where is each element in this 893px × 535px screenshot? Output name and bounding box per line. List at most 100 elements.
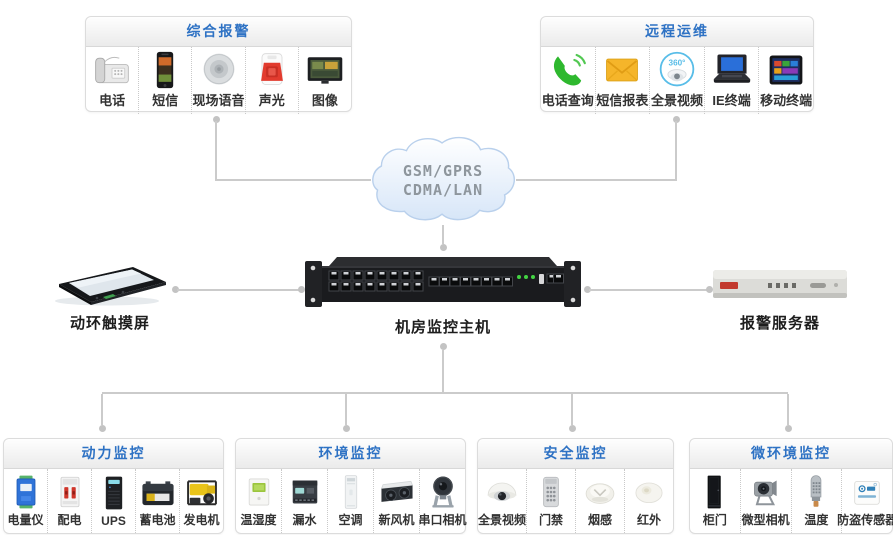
battery-icon: [138, 472, 178, 511]
touchscreen-device: 动环触摸屏: [45, 248, 175, 333]
item-label: 发电机: [183, 513, 220, 527]
device-item-dome-cam: 全景视频: [478, 469, 527, 533]
smartphone-icon: [143, 50, 187, 90]
device-item-fresh-air: 新风机: [374, 469, 420, 533]
connector-dot: [440, 244, 447, 251]
item-label: 门禁: [538, 513, 563, 527]
device-item-power-meter: 电量仪: [4, 469, 48, 533]
connector-dot: [673, 116, 680, 123]
device-item-breaker: 配电: [48, 469, 92, 533]
item-label: 空调: [338, 513, 363, 527]
item-label: 电话: [99, 93, 126, 108]
group-title: 综合报警: [86, 17, 351, 47]
network-cloud: GSM/GPRS CDMA/LAN: [366, 134, 520, 226]
item-label: 配电: [57, 513, 82, 527]
item-label: 微型相机: [741, 513, 790, 527]
serial-cam-icon: [423, 472, 463, 511]
connector-dot: [172, 286, 179, 293]
connector-line: [215, 121, 217, 180]
connector-line: [571, 394, 573, 425]
connector-line: [442, 225, 444, 244]
connector-line: [516, 179, 677, 181]
item-label: IE终端: [712, 93, 751, 108]
item-label: 全景视频: [650, 93, 703, 108]
group-title: 微环境监控: [690, 439, 892, 469]
item-label: 防盗传感器: [837, 513, 893, 527]
group-box-environment-monitoring: 环境监控 温湿度漏水空调新风机串口相机: [235, 438, 467, 534]
device-item-aircon: 空调: [328, 469, 374, 533]
tablet-icon: [764, 50, 808, 90]
device-item-serial-cam: 串口相机: [418, 469, 467, 533]
connector-line: [177, 289, 301, 291]
connector-dot: [706, 286, 713, 293]
alarm-server-device: 报警服务器: [710, 260, 850, 333]
device-item-access-keypad: 门禁: [527, 469, 576, 533]
touchscreen-label: 动环触摸屏: [69, 315, 150, 332]
device-item-temp-sensor: 温度: [792, 469, 843, 533]
cabinet-door-icon: [695, 472, 735, 511]
group-items: 柜门微型相机温度防盗传感器: [690, 469, 893, 533]
connector-line: [442, 350, 444, 392]
item-label: 移动终端: [760, 93, 813, 108]
device-item-monitor-image: 图像: [299, 47, 351, 114]
item-label: 全景视频: [478, 513, 527, 527]
desk-phone-icon: [90, 50, 134, 90]
power-meter-icon: [6, 472, 46, 511]
aircon-icon: [331, 472, 371, 511]
ups-tower-icon: [94, 472, 134, 514]
device-item-battery: 蓄电池: [136, 469, 180, 533]
item-label: 柜门: [702, 513, 727, 527]
monitoring-host-label: 机房监控主机: [394, 319, 491, 336]
connector-dot: [785, 425, 792, 432]
connector-line: [675, 121, 677, 180]
item-label: 新风机: [378, 513, 415, 527]
item-label: UPS: [101, 514, 126, 528]
anti-theft-icon: [847, 472, 887, 511]
item-label: 温度: [804, 513, 829, 527]
alarm-server-label: 报警服务器: [739, 315, 820, 332]
group-title-text: 安全监控: [543, 445, 608, 461]
monitor-image-icon: [303, 50, 347, 90]
connector-dot: [99, 425, 106, 432]
group-items: 电量仪配电 UPS 蓄电池发电机: [4, 469, 223, 533]
item-label: 现场语音: [192, 93, 245, 108]
connector-dot: [569, 425, 576, 432]
item-label: 串口相机: [418, 513, 467, 527]
fresh-air-icon: [377, 472, 417, 511]
item-label: 短信报表: [596, 93, 649, 108]
laptop-icon: [710, 50, 754, 90]
dome-cam-icon: [482, 472, 522, 511]
device-item-desk-phone: 电话: [86, 47, 140, 114]
connector-line: [345, 394, 347, 425]
group-box-micro-environment-monitoring: 微环境监控 柜门微型相机温度防盗传感器: [689, 438, 893, 534]
device-item-anti-theft: 防盗传感器: [837, 469, 893, 533]
device-item-cabinet-door: 柜门: [690, 469, 741, 533]
connector-dot: [584, 286, 591, 293]
group-title: 安全监控: [478, 439, 673, 469]
group-title-text: 综合报警: [186, 23, 251, 39]
device-item-mini-cam: 微型相机: [741, 469, 792, 533]
device-item-envelope: 短信报表: [596, 47, 651, 114]
envelope-icon: [600, 50, 644, 90]
group-title-text: 远程运维: [645, 23, 709, 39]
device-item-green-phone: 电话查询: [541, 47, 596, 114]
siren-icon: [250, 50, 294, 90]
item-label: 蓄电池: [139, 513, 176, 527]
cloud-network-labels: GSM/GPRS CDMA/LAN: [366, 134, 520, 226]
group-items: 温湿度漏水空调新风机串口相机: [236, 469, 467, 533]
group-box-comprehensive-alarm: 综合报警 电话短信现场语音声光图像: [85, 16, 352, 114]
connector-line: [787, 394, 789, 425]
green-phone-icon: [546, 50, 590, 90]
cloud-line-2: CDMA/LAN: [402, 180, 484, 199]
connector-line: [102, 392, 788, 394]
item-label: 温湿度: [240, 513, 277, 527]
group-title-text: 微环境监控: [751, 445, 831, 461]
group-title: 远程运维: [541, 17, 813, 47]
temp-humidity-icon: [239, 472, 279, 511]
connector-line: [589, 289, 709, 291]
monitoring-host-image: [303, 250, 583, 312]
